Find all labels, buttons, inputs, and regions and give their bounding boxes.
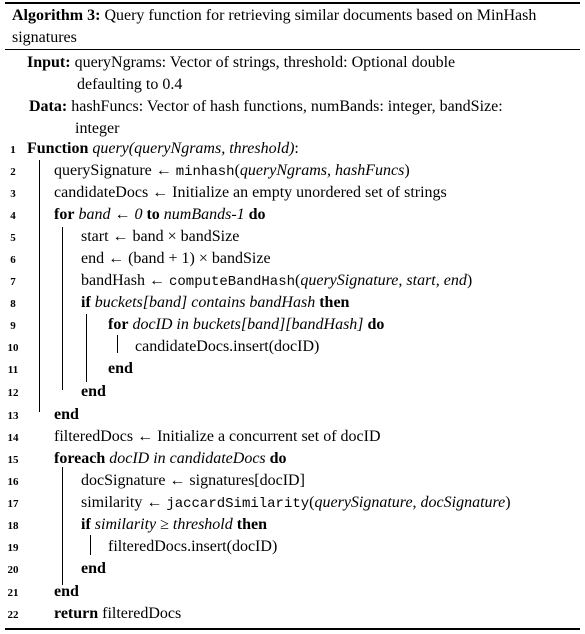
if-sim-block-bar <box>90 535 91 555</box>
algo-line-22: 22 return filteredDocs <box>0 603 585 625</box>
line-number: 7 <box>10 276 16 288</box>
top-rule <box>5 2 580 4</box>
bottom-rule <box>5 628 580 630</box>
algo-line-9: 9 for docID in buckets[band][bandHash] d… <box>0 314 585 336</box>
line-number: 14 <box>7 432 19 444</box>
data-decl-cont: integer <box>75 120 120 137</box>
line-number: 22 <box>7 609 19 621</box>
data-label: Data: <box>29 98 68 115</box>
line-number: 5 <box>10 232 16 244</box>
line-number: 2 <box>10 166 16 178</box>
algo-line-11: 11 end <box>0 358 585 380</box>
algo-line-10: 10 candidateDocs.insert(docID) <box>0 336 585 358</box>
algo-line-13: 13 end <box>0 404 585 426</box>
algo-line-3: 3 candidateDocs ← Initialize an empty un… <box>0 182 585 204</box>
function-block-bar <box>39 160 40 412</box>
line-number: 1 <box>10 144 16 156</box>
algo-line-6: 6 end ← (band + 1) × bandSize <box>0 248 585 270</box>
line-number: 3 <box>10 188 16 200</box>
line-number: 16 <box>7 476 19 488</box>
line-number: 10 <box>7 342 19 354</box>
line-number: 17 <box>7 498 19 510</box>
line-number: 8 <box>10 298 16 310</box>
input-line1: queryNgrams: Vector of strings, threshol… <box>70 54 456 71</box>
inner-for-block-bar <box>117 335 118 353</box>
algo-line-5: 5 start ← band × bandSize <box>0 226 585 248</box>
caption-label: Algorithm 3: <box>12 7 101 24</box>
foreach-block-bar <box>62 467 63 585</box>
algo-line-12: 12 end <box>0 381 585 403</box>
algo-line-4: 4 for band ← 0 to numBands-1 do <box>0 204 585 226</box>
algo-line-15: 15 foreach docID in candidateDocs do <box>0 448 585 470</box>
algo-line-20: 20 end <box>0 558 585 580</box>
algo-line-19: 19 filteredDocs.insert(docID) <box>0 536 585 558</box>
algo-line-16: 16 docSignature ← signatures[docID] <box>0 470 585 492</box>
line-number: 12 <box>7 387 19 399</box>
line-number: 4 <box>10 210 16 222</box>
line-number: 19 <box>7 542 19 554</box>
input-decl-cont: defaulting to 0.4 <box>77 76 183 93</box>
algo-line-18: 18 if similarity ≥ threshold then <box>0 514 585 536</box>
algo-line-14: 14 filteredDocs ← Initialize a concurren… <box>0 426 585 448</box>
line-number: 9 <box>10 320 16 332</box>
line-number: 11 <box>7 364 19 376</box>
algo-line-1: 1 Function query(queryNgrams, threshold)… <box>0 138 585 160</box>
algo-line-7: 7 bandHash ← computeBandHash(querySignat… <box>0 270 585 292</box>
algo-line-8: 8 if buckets[band] contains bandHash the… <box>0 292 585 314</box>
algo-line-21: 21 end <box>0 581 585 603</box>
line-number: 15 <box>7 454 19 466</box>
algo-line-2: 2 querySignature ← minhash(queryNgrams, … <box>0 160 585 182</box>
line-number: 20 <box>7 564 19 576</box>
input-label: Input: <box>27 54 71 71</box>
data-decl: Data: hashFuncs: Vector of hash function… <box>29 96 503 118</box>
line-number: 18 <box>7 520 19 532</box>
line-number: 21 <box>7 587 19 599</box>
line-number: 6 <box>10 254 16 266</box>
caption-rule <box>5 49 580 50</box>
if-block-bar <box>86 314 87 382</box>
algo-line-17: 17 similarity ← jaccardSimilarity(queryS… <box>0 492 585 514</box>
for-block-bar <box>62 227 63 390</box>
caption-text: Query function for retrieving similar do… <box>12 7 537 46</box>
input-decl: Input: queryNgrams: Vector of strings, t… <box>27 52 455 74</box>
data-line1: hashFuncs: Vector of hash functions, num… <box>67 98 503 115</box>
line-number: 13 <box>7 410 19 422</box>
algorithm-caption: Algorithm 3: Query function for retrievi… <box>12 5 572 49</box>
